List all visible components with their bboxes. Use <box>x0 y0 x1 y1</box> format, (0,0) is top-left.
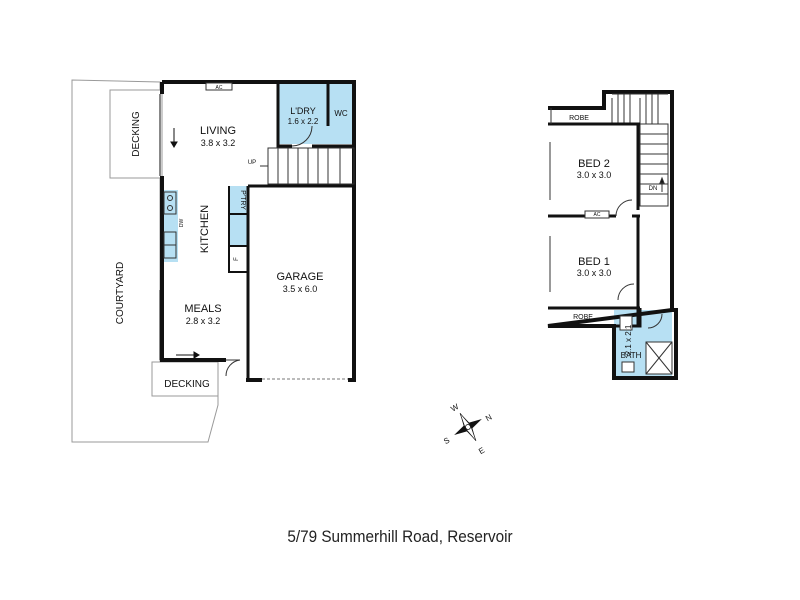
garage-walls <box>246 184 356 380</box>
compass-rose <box>454 412 482 442</box>
bath-door-swing <box>647 313 663 329</box>
upper-internal-walls <box>548 122 642 328</box>
bath-fixtures <box>619 315 673 375</box>
marker-stairs-down: DN <box>649 186 658 192</box>
upper-floor <box>547 90 678 380</box>
room-name-garage: GARAGE <box>276 271 323 283</box>
laundry-walls <box>276 84 354 148</box>
compass-e: E <box>477 446 486 456</box>
room-name-pantry: P'TRY <box>239 190 246 210</box>
meals-door-swing <box>225 359 241 377</box>
ground-stairs <box>260 147 355 185</box>
room-name-bath: BATH <box>621 351 642 360</box>
marker-fridge: F <box>234 257 240 261</box>
room-size-meals: 2.8 x 3.2 <box>186 316 221 326</box>
room-name-robe-lower: ROBE <box>573 314 593 321</box>
ac-unit-ground <box>205 82 233 91</box>
room-size-bed1: 3.0 x 3.0 <box>577 268 612 278</box>
outdoor-courtyard: COURTYARD <box>115 262 126 324</box>
pantry-fill <box>229 186 249 246</box>
outdoor-decking-upper: DECKING <box>131 111 142 157</box>
room-size-laundry: 1.6 x 2.2 <box>288 117 319 126</box>
outdoor-decking-lower: DECKING <box>164 379 210 390</box>
room-name-wc: WC <box>334 109 348 118</box>
ac-unit-upper <box>584 210 610 219</box>
laundry-fill <box>278 84 328 144</box>
ground-floor <box>71 79 356 443</box>
room-name-kitchen: KITCHEN <box>199 205 211 253</box>
pantry-walls <box>228 186 248 273</box>
compass-s: S <box>442 436 451 446</box>
decking-upper <box>109 89 163 179</box>
room-name-laundry: L'DRY <box>290 106 316 116</box>
marker-ac-upper: AC <box>594 212 601 218</box>
room-size-garage: 3.5 x 6.0 <box>283 284 318 294</box>
kitchen-bench-fill <box>162 190 178 262</box>
room-name-bed1: BED 1 <box>578 256 610 268</box>
property-address: 5/79 Summerhill Road, Reservoir <box>287 527 513 546</box>
laundry-door-swing <box>291 125 313 147</box>
room-name-living: LIVING <box>200 125 236 137</box>
upper-exterior-walls <box>547 90 678 380</box>
kitchen-bench <box>163 191 177 259</box>
room-size-bath: 2.1 x 2.1 <box>624 324 633 355</box>
bed2-door-swing <box>615 199 633 217</box>
marker-stairs-up: UP <box>248 160 256 166</box>
labels: LIVING 3.8 x 3.2 L'DRY 1.6 x 2.2 WC KITC… <box>115 85 657 456</box>
marker-ac-ground: AC <box>216 85 223 91</box>
room-name-robe-upper: ROBE <box>569 115 589 122</box>
room-size-bed2: 3.0 x 3.0 <box>577 170 612 180</box>
marker-dishwasher: DW <box>179 219 185 228</box>
compass-n: N <box>484 412 494 423</box>
decking-lower <box>151 361 219 397</box>
wc-fill <box>328 84 354 144</box>
compass-w: W <box>449 402 460 414</box>
room-name-bed2: BED 2 <box>578 158 610 170</box>
bed1-door-swing <box>617 283 635 301</box>
entry-arrows <box>170 128 200 359</box>
upper-stairs <box>611 93 669 207</box>
room-name-meals: MEALS <box>184 303 221 315</box>
room-size-living: 3.8 x 3.2 <box>201 138 236 148</box>
